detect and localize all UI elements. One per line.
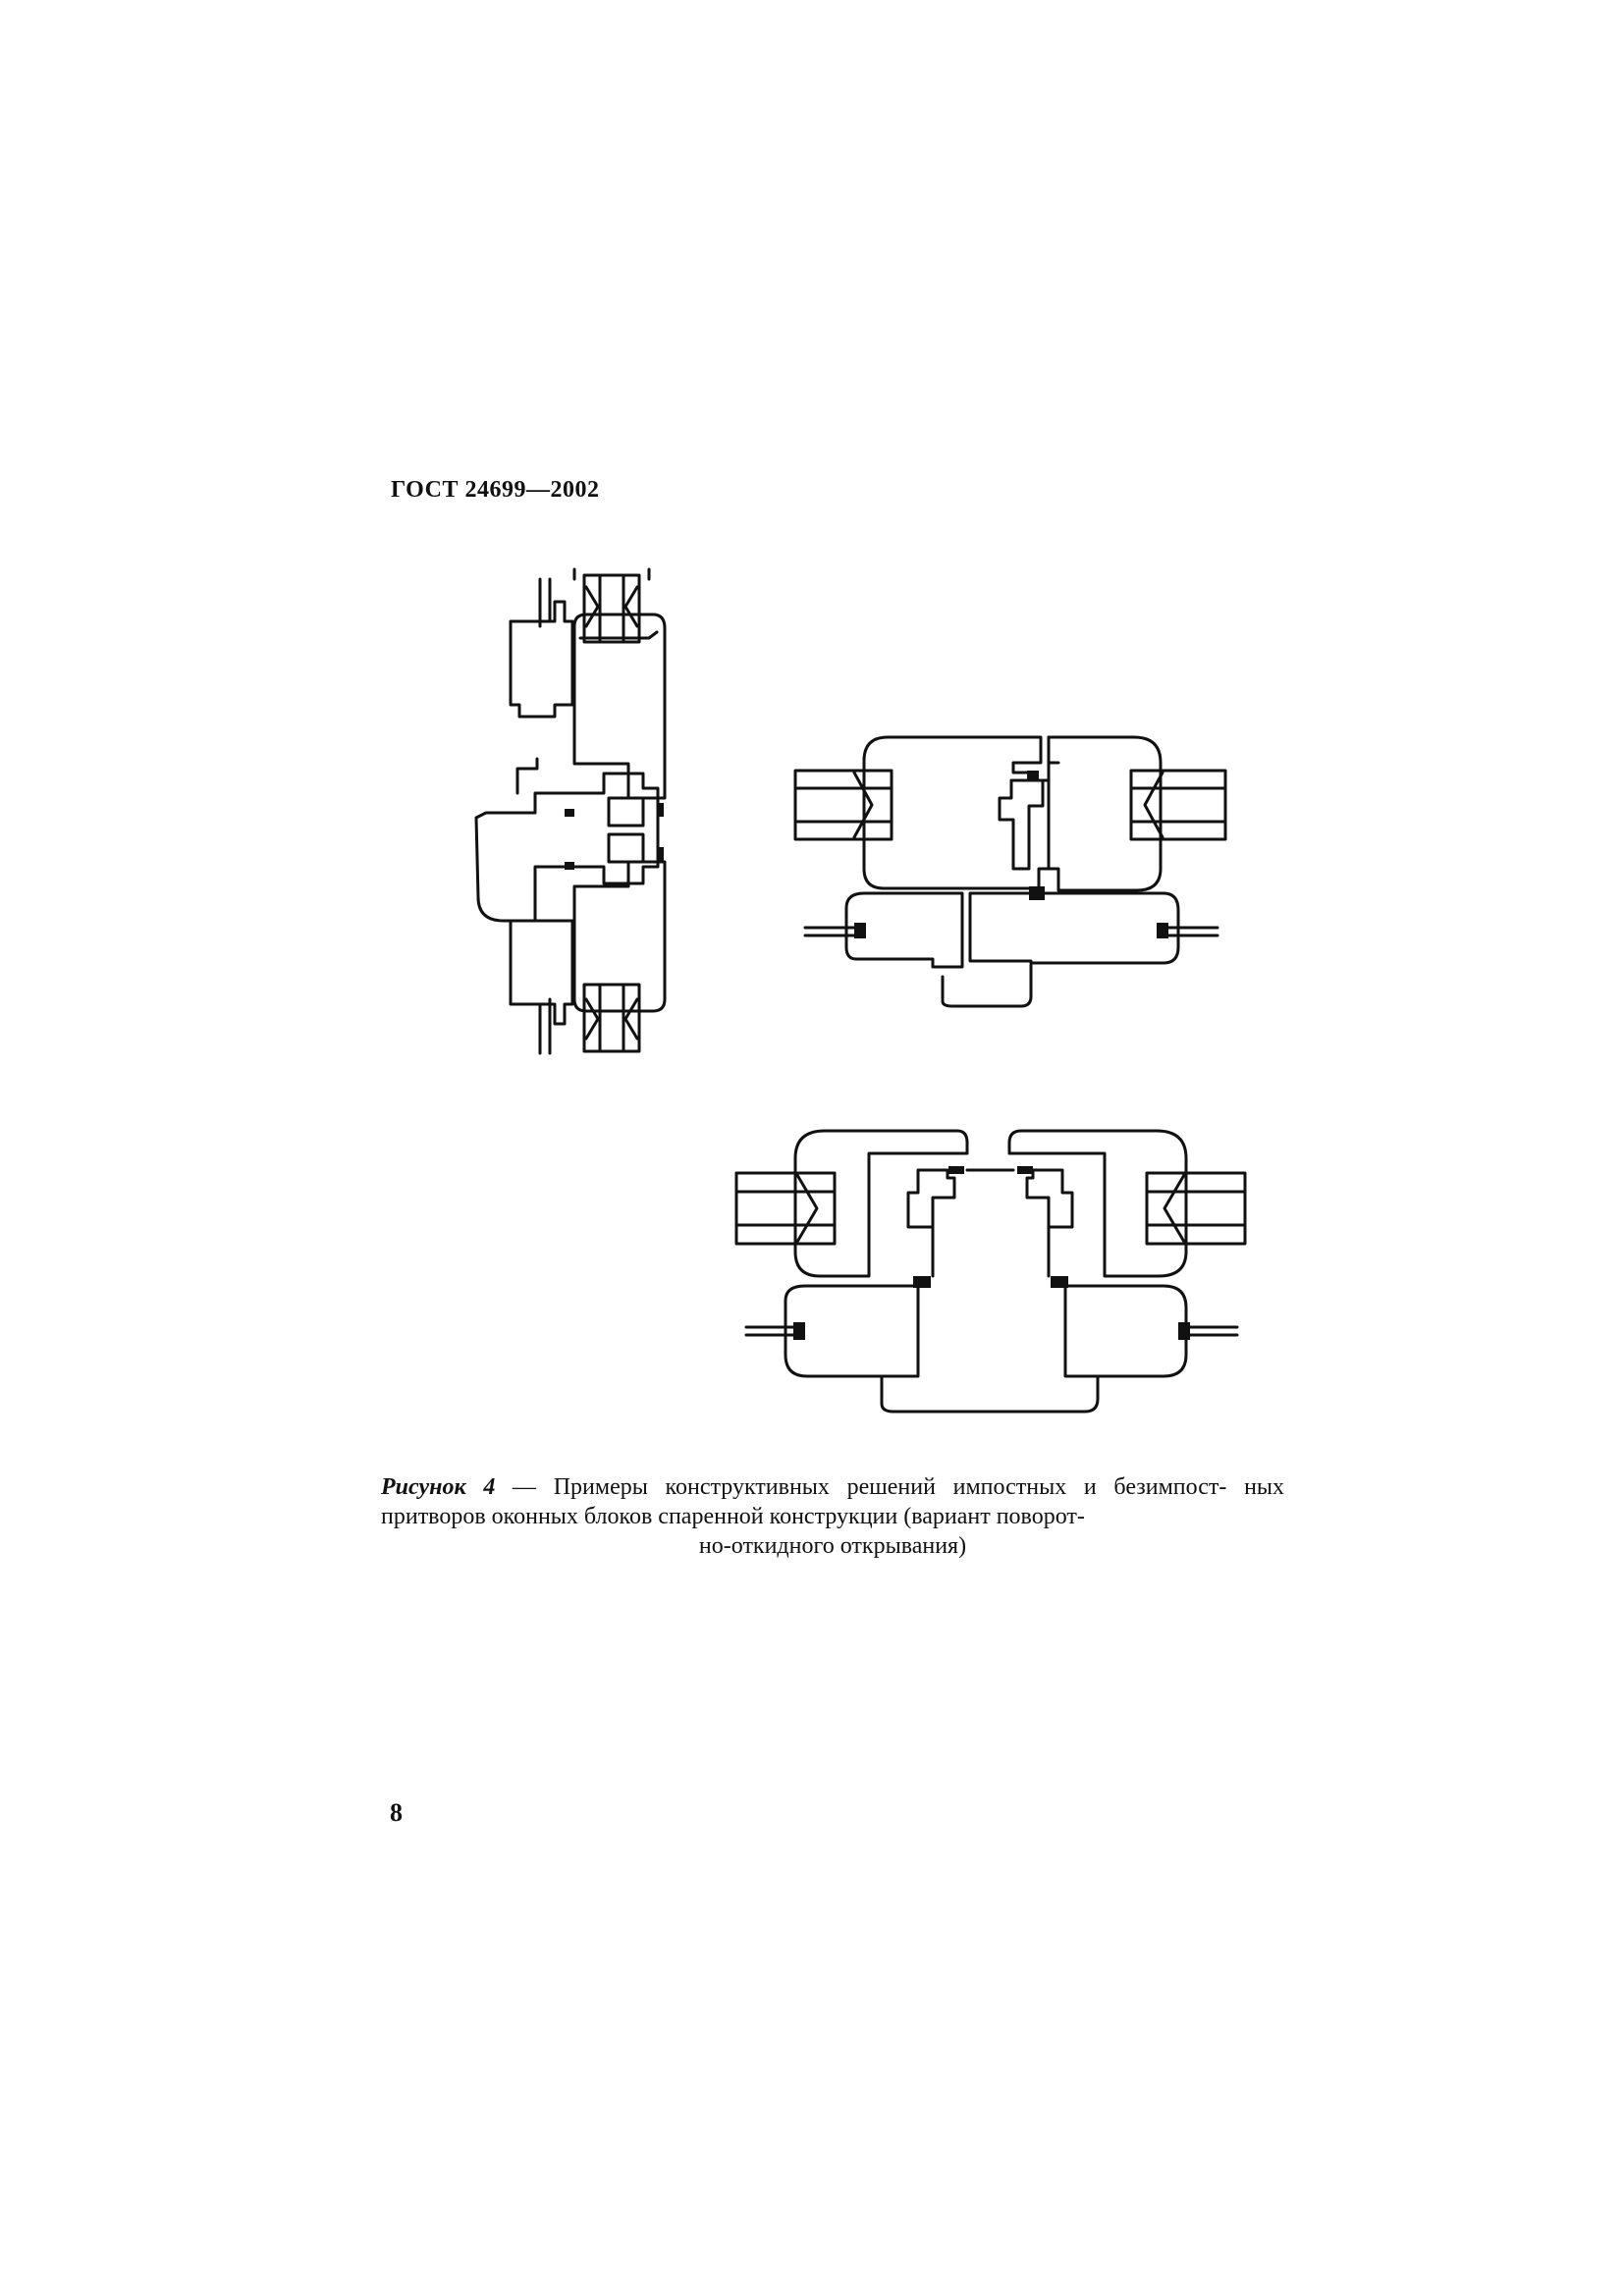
caption-line-3: но-откидного открывания) xyxy=(698,1533,967,1559)
caption-line-1: Примеры конструктивных решений импостных… xyxy=(553,1474,1227,1500)
mullionless-horizontal-section-icon xyxy=(727,1119,1257,1414)
document-header: ГОСТ 24699—2002 xyxy=(391,477,600,503)
caption-line-2: ных притворов оконных блоков спаренной к… xyxy=(381,1474,1285,1529)
figure-caption: Рисунок 4 — Примеры конструктивных решен… xyxy=(381,1472,1284,1561)
caption-dash: — xyxy=(495,1474,554,1500)
impost-vertical-section-icon xyxy=(417,567,712,1058)
figure-label: Рисунок 4 xyxy=(381,1474,496,1500)
page-number: 8 xyxy=(390,1798,403,1827)
impost-horizontal-section-icon xyxy=(785,721,1237,1016)
